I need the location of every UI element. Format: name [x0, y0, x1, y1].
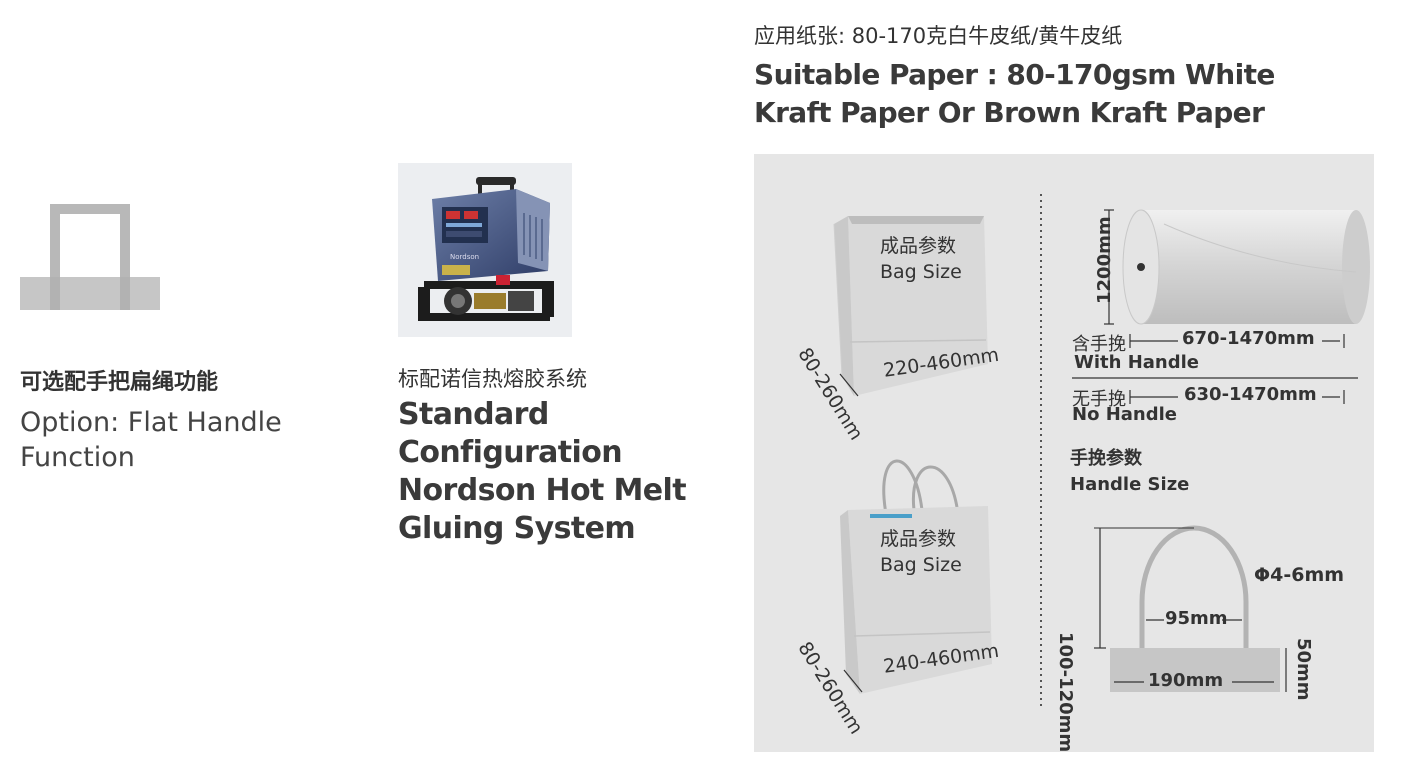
with-handle-cn: 含手挽: [1072, 334, 1126, 355]
bag-1-label-cn: 成品参数: [880, 235, 957, 257]
paper-title-en: Suitable Paper : 80-170gsm White Kraft P…: [754, 58, 1275, 129]
no-handle-en: No Handle: [1072, 404, 1177, 425]
bag-2-drawing: [840, 459, 992, 694]
option-title-en: Option: Flat Handle Function: [20, 407, 282, 473]
handle-patch-height: 50mm: [1293, 638, 1314, 701]
handle-inner-width: 95mm: [1165, 608, 1228, 629]
no-handle-cn: 无手挽: [1072, 389, 1126, 410]
with-handle-en: With Handle: [1074, 352, 1199, 373]
bag-1-drawing: [833, 216, 988, 396]
option-title-cn: 可选配手把扁绳功能: [20, 370, 219, 395]
bag-2-label-cn: 成品参数: [880, 528, 957, 550]
handle-patch-width: 190mm: [1148, 670, 1224, 691]
handle-label-cn: 手挽参数: [1070, 448, 1142, 469]
handle-diameter: Φ4-6mm: [1254, 564, 1345, 586]
paper-roll-drawing: [1122, 209, 1370, 325]
handle-label-en: Handle Size: [1070, 474, 1190, 495]
bag-1-label-en: Bag Size: [880, 261, 962, 283]
standard-title-cn: 标配诺信热熔胶系统: [398, 367, 587, 391]
handle-drawing: [1110, 525, 1280, 692]
with-handle-width: 670-1470mm: [1182, 328, 1315, 349]
handle-height: 100-120mm: [1055, 632, 1076, 753]
paper-title-cn: 应用纸张: 80-170克白牛皮纸/黄牛皮纸: [754, 24, 1123, 48]
roll-diameter: 1200mm: [1094, 216, 1115, 304]
no-handle-width: 630-1470mm: [1184, 384, 1317, 405]
spec-diagram-panel: 成品参数 Bag Size 220-460mm 80-260mm 成品参数 Ba…: [754, 154, 1374, 752]
bag-2-label-en: Bag Size: [880, 554, 962, 576]
svg-text:Nordson: Nordson: [450, 253, 479, 261]
standard-title-en: Standard Configuration Nordson Hot Melt …: [398, 397, 687, 546]
hot-melt-glue-machine-photo: Nordson: [398, 163, 572, 337]
spec-diagram-graphics: [833, 194, 1370, 706]
flat-handle-bag-icon: [20, 204, 160, 310]
